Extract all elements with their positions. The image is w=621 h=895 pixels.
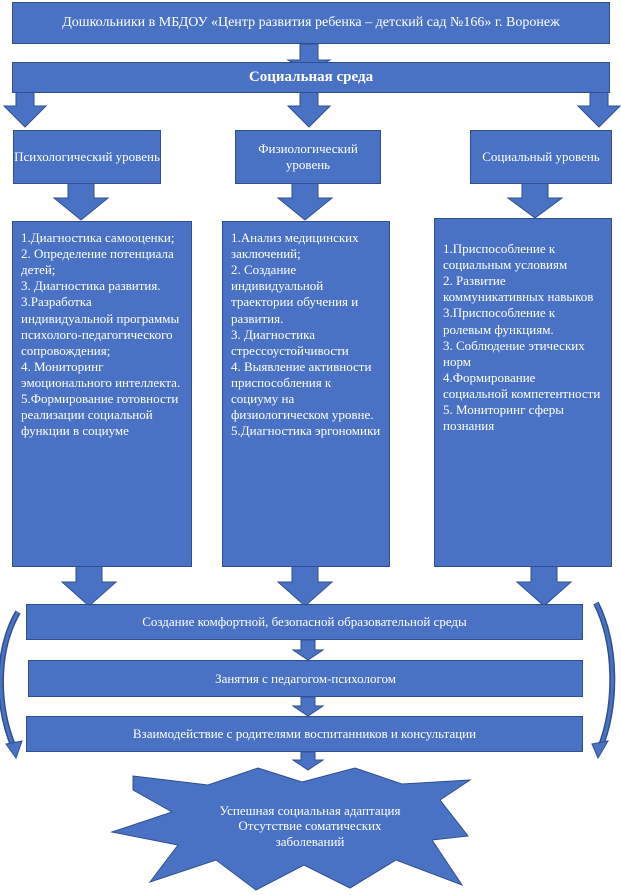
- list-item: 5.Диагностика эргономики: [231, 423, 381, 439]
- list-item: 2. Создание индивидуальной траектории об…: [231, 262, 359, 326]
- step-parent-interaction: Взаимодействие с родителями воспитаннико…: [26, 716, 583, 752]
- left-curved-arrow-inner: [0, 611, 20, 749]
- social-list: 1.Приспособление к социальным условиям 2…: [434, 218, 612, 567]
- result-line-3: заболеваний: [275, 833, 345, 849]
- social-env-label: Социальная среда: [248, 69, 374, 85]
- arrow-psych-list-to-step1: [60, 565, 118, 607]
- right-curved-arrow-head: [591, 740, 609, 760]
- arrow-phys-list-to-step1: [276, 565, 334, 607]
- arrow-social-to-list: [506, 182, 564, 219]
- psych-list: 1.Диагностика самооценки; 2. Определение…: [12, 221, 192, 567]
- arrow-step3-to-result: [291, 751, 325, 771]
- list-item: 3. Соблюдение этических норм: [443, 337, 585, 369]
- list-item: 1.Приспособление к социальным условиям: [443, 241, 568, 273]
- arrow-social-list-to-step1: [515, 565, 573, 607]
- step-1-label: Создание комфортной, безопасной образова…: [142, 614, 467, 630]
- right-curved-arrow-inner: [594, 602, 614, 749]
- list-item: 5. Мониторинг сферы познания: [443, 402, 565, 434]
- level-social-box: Социальный уровень: [470, 130, 612, 184]
- step-2-label: Занятия с педагогом-психологом: [215, 670, 396, 686]
- list-item: 2. Определение потенциала детей;: [21, 246, 174, 278]
- arrow-social-env-to-phys: [286, 91, 332, 128]
- step-3-label: Взаимодействие с родителями воспитаннико…: [132, 726, 477, 742]
- arrow-step2-to-step3: [291, 696, 325, 717]
- arrow-social-env-to-social: [576, 91, 621, 128]
- arrow-phys-to-list: [276, 182, 334, 221]
- list-item: 1.Анализ медицинских заключений;: [231, 230, 359, 262]
- result-text: Успешная социальная адаптация Отсутствие…: [160, 796, 460, 856]
- list-item: 2. Развитие коммуникативных навыков: [443, 273, 594, 305]
- phys-list: 1.Анализ медицинских заключений; 2. Созд…: [222, 221, 390, 567]
- list-item: 3.Приспособление к ролевым функциям.: [443, 305, 556, 337]
- arrow-psych-to-list: [52, 182, 110, 221]
- left-curved-arrow-head: [5, 740, 23, 760]
- list-item: 4. Мониторинг эмоционального интеллекта.: [21, 358, 181, 390]
- header-title-box: Дошкольники в МБДОУ «Центр развития ребе…: [12, 2, 610, 44]
- result-line-2: Отсутствие соматических: [238, 818, 382, 834]
- result-line-1: Успешная социальная адаптация: [219, 802, 401, 818]
- list-item: 4. Выявление активности приспособления к…: [231, 358, 374, 423]
- level-psych-box: Психологический уровень: [13, 130, 161, 184]
- arrow-social-env-to-psych: [2, 91, 48, 128]
- arrow-step1-to-step2: [291, 639, 325, 661]
- level-social-label: Социальный уровень: [482, 149, 600, 165]
- list-item: 4.Формирование социальной компетентности: [443, 369, 601, 401]
- list-item: 5.Формирование готовности реализации соц…: [21, 391, 179, 439]
- list-item: 3.Разработка индивидуальной программы пс…: [21, 294, 180, 358]
- step-psychologist-sessions: Занятия с педагогом-психологом: [28, 660, 583, 697]
- social-env-bar: Социальная среда: [12, 62, 610, 93]
- step-comfortable-environment: Создание комфортной, безопасной образова…: [26, 604, 583, 640]
- header-title: Дошкольники в МБДОУ «Центр развития ребе…: [62, 15, 560, 31]
- result-starburst: [110, 767, 472, 891]
- list-item: 3. Диагностика стрессоустойчивости: [231, 326, 349, 358]
- list-item: 1.Диагностика самооценки;: [21, 230, 175, 245]
- level-phys-box: Физиологический уровень: [235, 130, 381, 184]
- level-psych-label: Психологический уровень: [14, 149, 160, 165]
- list-item: 3. Диагностика развития.: [21, 278, 161, 294]
- level-phys-label: Физиологический уровень: [258, 141, 358, 172]
